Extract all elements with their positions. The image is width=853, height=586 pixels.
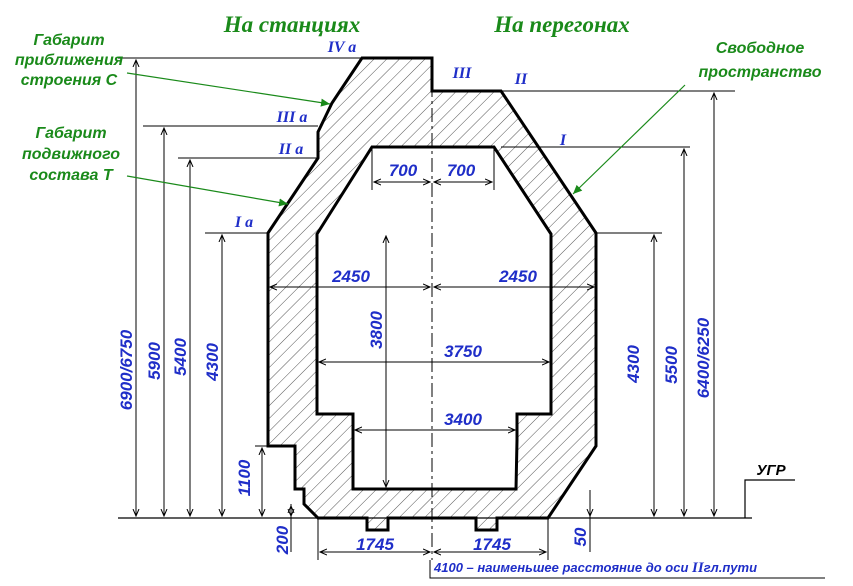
heading-stations: На станциях <box>223 12 360 37</box>
rolling-stock-outline <box>315 145 553 491</box>
dim-3800: 3800 <box>367 311 386 349</box>
dim-2450-right: 2450 <box>498 267 537 286</box>
ugr-label: УГР <box>756 462 786 479</box>
gabarit-t-line3: состава Т <box>29 167 113 184</box>
dim-6400-6250: 6400/6250 <box>694 317 713 398</box>
dim-4300-right: 4300 <box>624 345 643 384</box>
gabarit-c-line1: Габарит <box>33 32 104 49</box>
inner-dimension-lines <box>270 147 594 552</box>
free-space-line1: Свободное <box>716 40 805 57</box>
footnote-text: 4100 – наименьшее расстояние до оси IIгл… <box>433 560 757 576</box>
gabarit-t-line2: подвижного <box>22 146 120 163</box>
level-iv-a: IV а <box>327 39 357 56</box>
footnote-suffix: гл.пути <box>704 560 757 575</box>
dim-4300-left: 4300 <box>203 343 222 382</box>
dim-5900: 5900 <box>145 342 164 380</box>
right-extension-lines <box>501 90 735 234</box>
dim-3750: 3750 <box>444 342 482 361</box>
dim-2450-left: 2450 <box>331 267 370 286</box>
dim-1100: 1100 <box>235 459 254 496</box>
level-ii: II <box>514 71 528 88</box>
dim-200: 200 <box>273 525 292 555</box>
dim-700-left: 700 <box>389 161 418 180</box>
dim-5400: 5400 <box>171 338 190 376</box>
level-ii-a: II а <box>278 141 303 158</box>
left-dimension-lines <box>136 60 291 552</box>
left-extension-lines <box>118 57 362 447</box>
free-space-line2: пространство <box>699 64 822 81</box>
footnote-prefix: 4100 – наименьшее расстояние до оси <box>433 560 692 575</box>
dim-1745-right: 1745 <box>473 535 511 554</box>
heading-hauls: На перегонах <box>493 12 630 37</box>
dim-1745-left: 1745 <box>356 535 394 554</box>
right-dimension-lines <box>317 93 714 560</box>
footnote-frame <box>429 560 825 579</box>
dim-5500: 5500 <box>662 346 681 384</box>
dim-50: 50 <box>571 527 590 546</box>
dim-6900-6750: 6900/6750 <box>117 329 136 410</box>
gabarit-t-line1: Габарит <box>35 125 106 142</box>
gabarit-c-line3: строения С <box>21 72 118 89</box>
level-i: I <box>559 132 567 149</box>
leader-arrows <box>126 72 686 207</box>
dim-700-right: 700 <box>447 161 476 180</box>
level-iii-a: III а <box>276 109 308 126</box>
dim-3400: 3400 <box>444 410 482 429</box>
footnote-track: II <box>691 560 705 576</box>
ugr-marker <box>744 479 795 518</box>
level-iii: III <box>452 65 472 82</box>
gabarit-c-line2: приближения <box>15 52 124 69</box>
building-gauge-outline <box>266 56 598 532</box>
level-i-a: I а <box>234 214 253 231</box>
